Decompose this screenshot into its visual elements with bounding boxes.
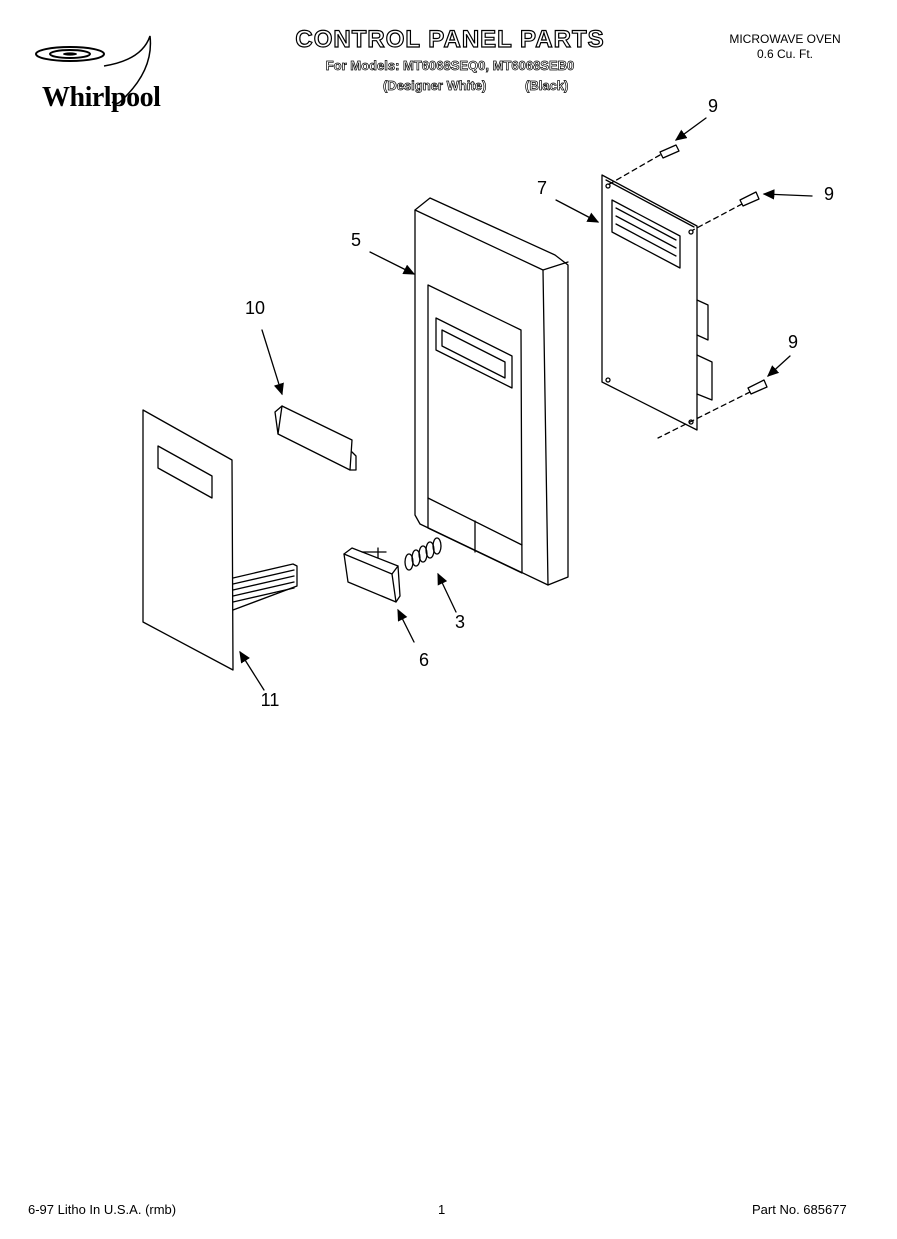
- callout-3: 3: [454, 612, 465, 632]
- callout-10: 10: [244, 298, 266, 318]
- footer-print-info: 6-97 Litho In U.S.A. (rmb): [28, 1202, 177, 1217]
- part-9-screws: [659, 144, 768, 395]
- whirlpool-logo: Whirlpool: [22, 30, 192, 113]
- product-name: MICROWAVE OVEN: [729, 32, 841, 46]
- variant-black: (Black): [525, 78, 569, 94]
- product-capacity: 0.6 Cu. Ft.: [756, 47, 814, 61]
- callout-leaders: [239, 117, 813, 691]
- part-7-control-board: [601, 174, 713, 431]
- part-5-panel-frame: [414, 197, 569, 586]
- product-info: MICROWAVE OVEN 0.6 Cu. Ft.: [700, 32, 870, 62]
- callout-6: 6: [418, 650, 429, 670]
- variant-white: (Designer White): [383, 78, 487, 94]
- brand-name: Whirlpool: [42, 82, 161, 113]
- swirl-icon: [35, 35, 152, 105]
- footer-page-number: 1: [438, 1202, 446, 1217]
- part-6-release-button: [343, 547, 401, 603]
- callout-7: 7: [536, 178, 547, 198]
- part-10-window-lens: [274, 405, 357, 471]
- page-title: CONTROL PANEL PARTS: [295, 25, 605, 53]
- screw-alignment-lines: [605, 154, 751, 439]
- models-line: For Models: MT6068SEQ0, MT6068SEB0: [325, 58, 575, 74]
- callout-9-top: 9: [707, 96, 718, 116]
- callout-9-lower: 9: [787, 332, 798, 352]
- callout-11: 11: [260, 690, 280, 710]
- part-3-spring: [404, 537, 442, 571]
- callout-5: 5: [350, 230, 361, 250]
- part-11-touch-panel: [142, 409, 298, 671]
- footer-part-number: Part No. 685677: [752, 1202, 847, 1217]
- callout-9-right: 9: [823, 184, 834, 204]
